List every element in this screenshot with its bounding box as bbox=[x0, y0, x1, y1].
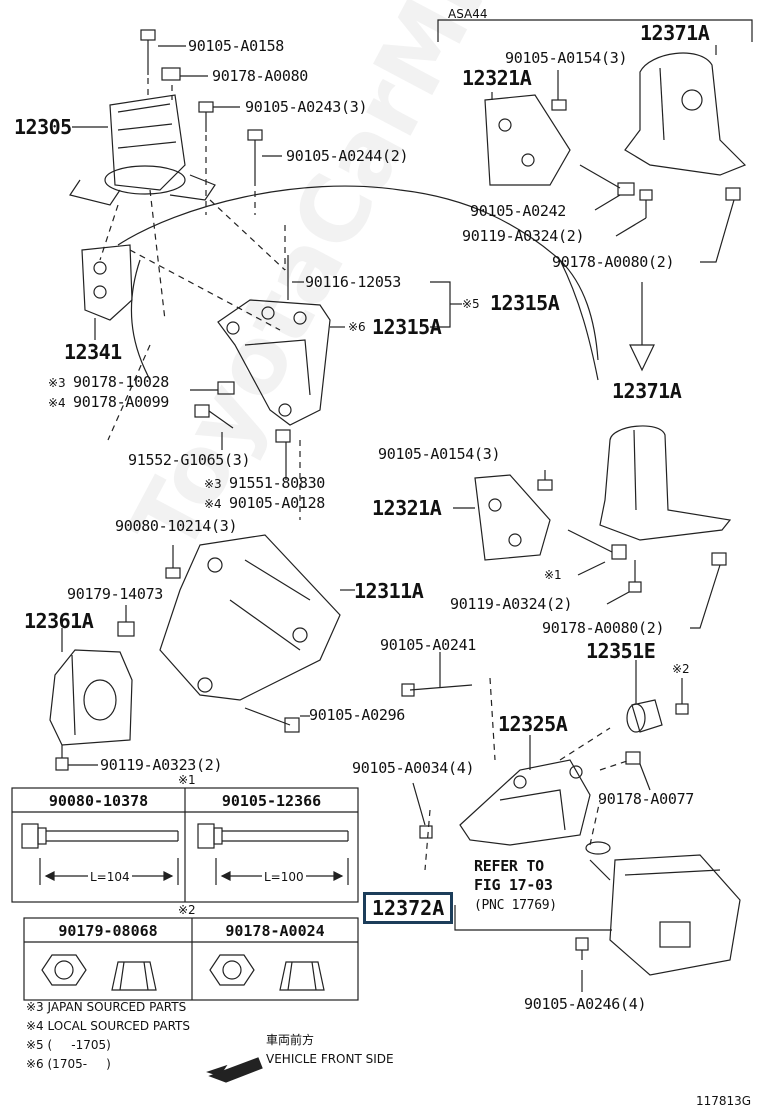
part-90105-A0246[interactable]: 90105-A0246(4) bbox=[524, 995, 647, 1013]
mount-12371A-lower-shape bbox=[599, 425, 732, 541]
refer-line3: (PNC 17769) bbox=[474, 898, 557, 913]
part-90105-A0243[interactable]: 90105-A0243(3) bbox=[245, 98, 368, 116]
part-90105-A0241[interactable]: 90105-A0241 bbox=[380, 636, 477, 654]
part-12361A[interactable]: 12361A bbox=[24, 609, 94, 633]
part-90178-A0080-2-upper[interactable]: 90178-A0080(2) bbox=[552, 253, 675, 271]
refer-line2[interactable]: FIG 17-03 bbox=[474, 876, 553, 894]
bracket-12325A-shape bbox=[459, 759, 591, 846]
mount-12361A-shape bbox=[49, 649, 133, 746]
part-90178-A0077[interactable]: 90178-A0077 bbox=[598, 790, 695, 808]
part-90105-A0158[interactable]: 90105-A0158 bbox=[188, 37, 285, 55]
nut-90179-08068-shape bbox=[41, 954, 157, 991]
nut-table-mark: ※2 bbox=[178, 903, 196, 917]
mount-12372A-shape bbox=[609, 854, 741, 976]
part-90080-10214[interactable]: 90080-10214(3) bbox=[115, 517, 238, 535]
part-12305[interactable]: 12305 bbox=[14, 115, 72, 139]
bolt-90080-10378-shape bbox=[21, 823, 179, 885]
nut-90178-A0024-shape bbox=[209, 954, 325, 991]
note-6: ※6 (1705- ) bbox=[26, 1057, 111, 1071]
mark-3b: ※3 bbox=[204, 477, 222, 491]
part-90119-A0324-upper[interactable]: 90119-A0324(2) bbox=[462, 227, 585, 245]
bolt-table-col1-length: L=104 bbox=[90, 870, 130, 884]
note-japan-sourced: ※3 JAPAN SOURCED PARTS bbox=[26, 1000, 187, 1014]
part-91551-80830[interactable]: 91551-80830 bbox=[229, 474, 326, 492]
part-12341[interactable]: 12341 bbox=[64, 340, 122, 364]
mark-4: ※4 bbox=[48, 396, 66, 410]
nut-table-col1-part[interactable]: 90179-08068 bbox=[58, 922, 158, 940]
part-90116-12053[interactable]: 90116-12053 bbox=[305, 273, 402, 291]
part-12351E[interactable]: 12351E bbox=[586, 639, 656, 663]
direction-en: VEHICLE FRONT SIDE bbox=[266, 1052, 394, 1066]
nut-90178-A0080-shape bbox=[161, 67, 181, 81]
mark-2: ※2 bbox=[672, 662, 690, 676]
bolt-90105-12366-shape bbox=[197, 823, 349, 885]
bolt-table-col2-length: L=100 bbox=[264, 870, 304, 884]
bolt-table-col1-part[interactable]: 90080-10378 bbox=[48, 792, 149, 810]
bracket-12321A-lower-shape bbox=[474, 474, 551, 561]
part-90105-A0242[interactable]: 90105-A0242 bbox=[470, 202, 567, 220]
part-12371A-upper[interactable]: 12371A bbox=[640, 21, 710, 45]
part-12315A-a[interactable]: 12315A bbox=[490, 291, 560, 315]
mark-4b: ※4 bbox=[204, 497, 222, 511]
part-12321A-lower[interactable]: 12321A bbox=[372, 496, 442, 520]
part-91552-G1065[interactable]: 91552-G1065(3) bbox=[128, 451, 251, 469]
bolt-90105-A0243-shape bbox=[198, 101, 214, 132]
mark-3: ※3 bbox=[48, 376, 66, 390]
part-90105-A0034[interactable]: 90105-A0034(4) bbox=[352, 759, 475, 777]
direction-jp: 車両前方 bbox=[266, 1033, 315, 1047]
mark-5: ※5 bbox=[462, 297, 480, 311]
part-90178-A0099[interactable]: 90178-A0099 bbox=[73, 393, 170, 411]
part-90105-A0128[interactable]: 90105-A0128 bbox=[229, 494, 326, 512]
note-local-sourced: ※4 LOCAL SOURCED PARTS bbox=[26, 1019, 190, 1033]
bracket-12311A-shape bbox=[159, 534, 341, 701]
note-5: ※5 ( -1705) bbox=[26, 1038, 111, 1052]
part-90119-A0324-lower[interactable]: 90119-A0324(2) bbox=[450, 595, 573, 613]
part-12371A-lower[interactable]: 12371A bbox=[612, 379, 682, 403]
figure-id: 117813G bbox=[696, 1094, 752, 1108]
bolt-90105-A0244-shape bbox=[247, 129, 263, 180]
part-12321A-upper[interactable]: 12321A bbox=[462, 66, 532, 90]
part-12311A[interactable]: 12311A bbox=[354, 579, 424, 603]
part-12325A[interactable]: 12325A bbox=[498, 712, 568, 736]
bolt-90105-A0158-shape bbox=[140, 29, 156, 75]
bushing-12351E-shape bbox=[626, 660, 663, 733]
bracket-12341-shape bbox=[81, 244, 133, 321]
part-90105-A0296[interactable]: 90105-A0296 bbox=[309, 706, 406, 724]
part-90179-14073[interactable]: 90179-14073 bbox=[67, 585, 164, 603]
part-90178-A0080-2-lower[interactable]: 90178-A0080(2) bbox=[542, 619, 665, 637]
bracket-12315A-shape bbox=[217, 255, 331, 426]
part-90105-A0244[interactable]: 90105-A0244(2) bbox=[286, 147, 409, 165]
bracket-12321A-upper-shape bbox=[484, 94, 571, 186]
part-90178-A0080[interactable]: 90178-A0080 bbox=[212, 67, 309, 85]
part-90105-A0154-upper[interactable]: 90105-A0154(3) bbox=[505, 49, 628, 67]
mark-6: ※6 bbox=[348, 320, 366, 334]
bolt-table-mark: ※1 bbox=[178, 773, 196, 787]
variant-label: ASA44 bbox=[448, 7, 488, 21]
part-12315A-b[interactable]: 12315A bbox=[372, 315, 442, 339]
nut-table-col2-part[interactable]: 90178-A0024 bbox=[225, 922, 325, 940]
mark-1: ※1 bbox=[544, 568, 562, 582]
mount-12305-shape bbox=[69, 94, 216, 206]
part-12372A-highlight[interactable]: 12372A bbox=[363, 892, 454, 924]
bolt-table-col2-part[interactable]: 90105-12366 bbox=[221, 792, 322, 810]
part-90119-A0323[interactable]: 90119-A0323(2) bbox=[100, 756, 223, 774]
refer-line1: REFER TO bbox=[474, 857, 544, 875]
mount-12371A-upper-shape bbox=[624, 52, 747, 176]
vehicle-front-arrow-icon bbox=[206, 1057, 263, 1083]
part-90178-10028[interactable]: 90178-10028 bbox=[73, 373, 170, 391]
part-90105-A0154-lower[interactable]: 90105-A0154(3) bbox=[378, 445, 501, 463]
